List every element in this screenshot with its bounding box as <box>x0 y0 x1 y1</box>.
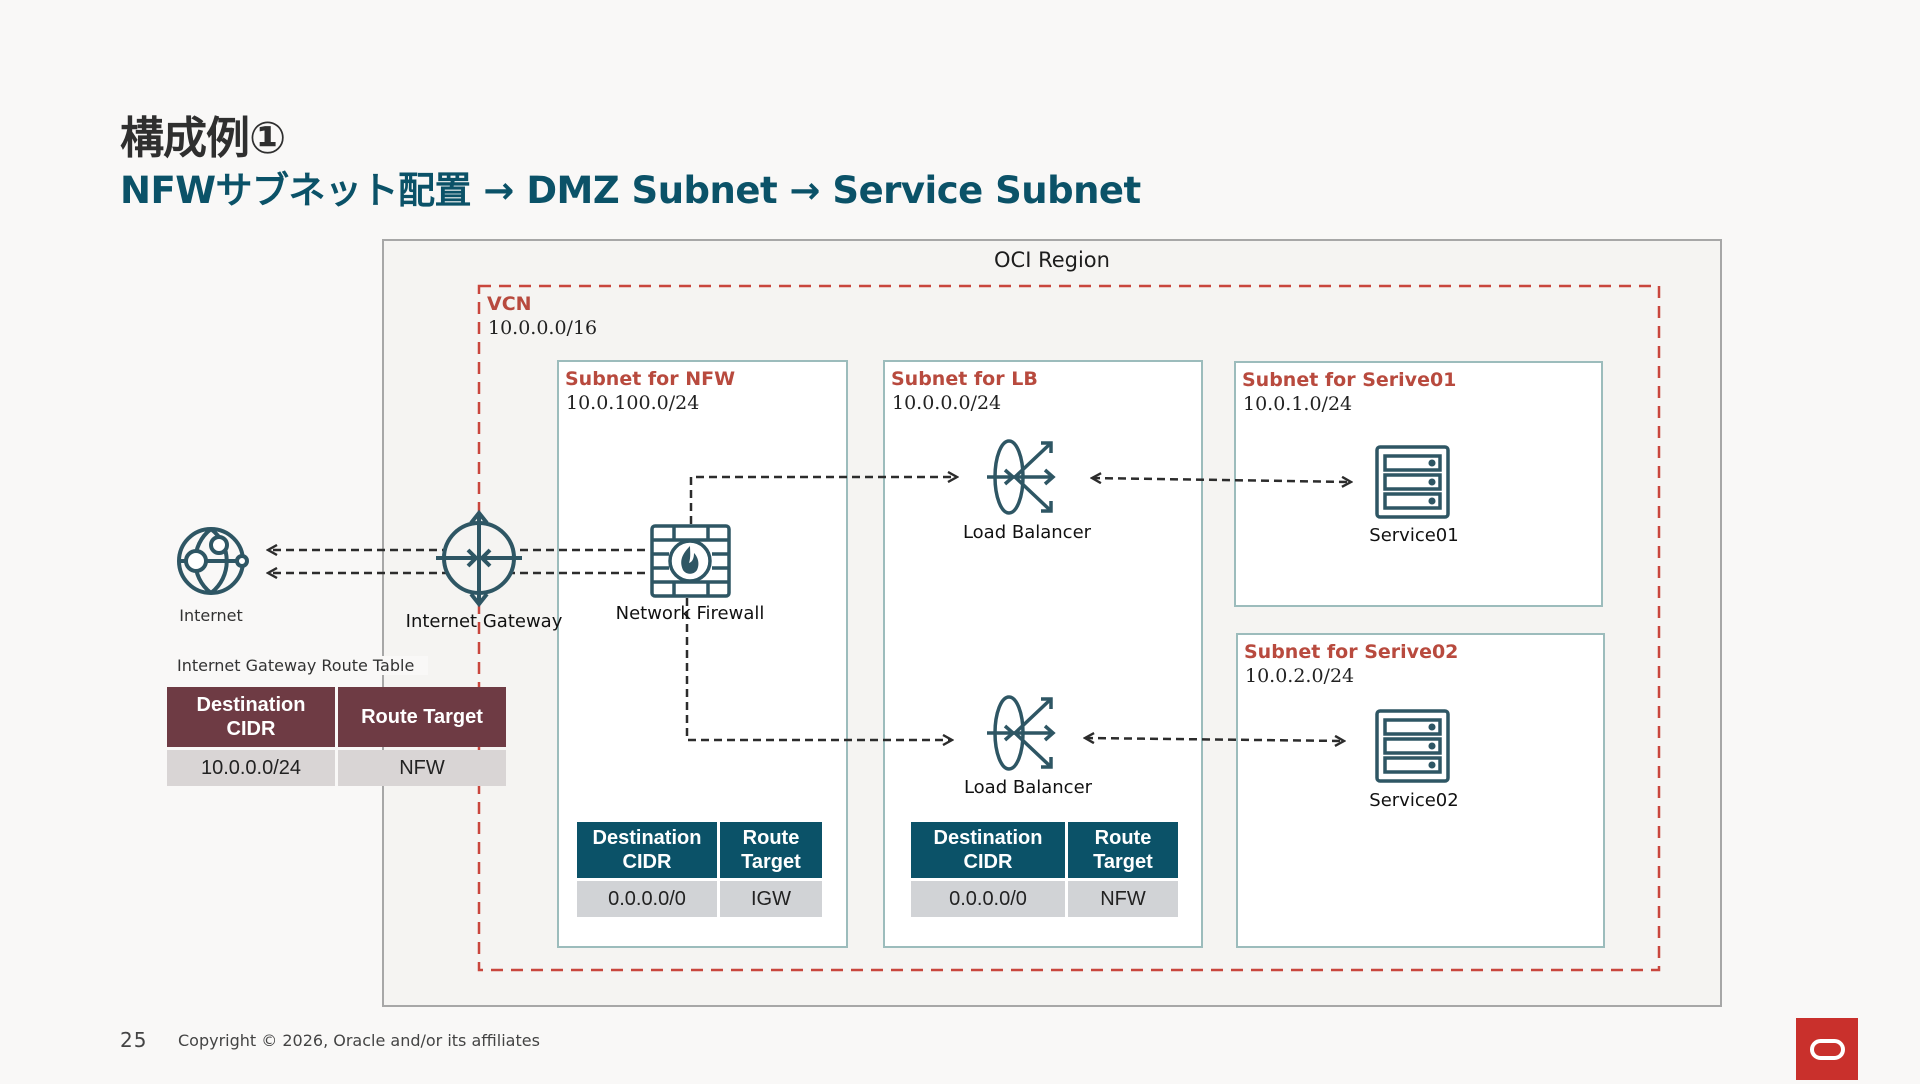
table-cell: 10.0.0.0/24 <box>167 750 335 786</box>
subnet-cidr: 10.0.1.0/24 <box>1243 393 1353 415</box>
table-row: 0.0.0.0/0 IGW <box>577 881 822 917</box>
nfw-route-table: Destination CIDR Route Target 0.0.0.0/0 … <box>574 819 825 920</box>
vcn-name: VCN <box>487 293 532 315</box>
column-header: Destination CIDR <box>911 822 1065 878</box>
column-header: Route Target <box>338 687 506 747</box>
subnet-name: Subnet for LB <box>891 368 1038 390</box>
table-cell: NFW <box>1068 881 1178 917</box>
table-cell: 0.0.0.0/0 <box>577 881 717 917</box>
load-balancer-1-label: Load Balancer <box>962 522 1092 543</box>
table-row: 0.0.0.0/0 NFW <box>911 881 1178 917</box>
table-cell: IGW <box>720 881 822 917</box>
service02-label: Service02 <box>1369 790 1459 811</box>
column-header: Destination CIDR <box>167 687 335 747</box>
page-number: 25 <box>120 1028 148 1052</box>
table-cell: 0.0.0.0/0 <box>911 881 1065 917</box>
slide-subtitle: NFWサブネット配置 → DMZ Subnet → Service Subnet <box>120 169 1141 212</box>
column-header: Destination CIDR <box>577 822 717 878</box>
column-header: Route Target <box>1068 822 1178 878</box>
igw-route-table-label: Internet Gateway Route Table <box>177 656 429 675</box>
column-header: Route Target <box>720 822 822 878</box>
network-firewall-label: Network Firewall <box>615 603 765 624</box>
subnet-cidr: 10.0.100.0/24 <box>566 392 700 414</box>
subnet-cidr: 10.0.0.0/24 <box>892 392 1002 414</box>
oracle-logo-icon <box>1810 1039 1845 1060</box>
igw-route-table: Destination CIDR Route Target 10.0.0.0/2… <box>164 684 509 789</box>
oracle-logo <box>1796 1018 1858 1080</box>
slide-title: 構成例① <box>120 113 286 164</box>
service01-label: Service01 <box>1369 525 1459 546</box>
subnet-cidr: 10.0.2.0/24 <box>1245 665 1355 687</box>
subnet-name: Subnet for NFW <box>565 368 736 390</box>
oci-region-label: OCI Region <box>994 248 1110 272</box>
vcn-cidr: 10.0.0.0/16 <box>488 317 598 339</box>
load-balancer-2-label: Load Balancer <box>963 777 1093 798</box>
subnet-name: Subnet for Serive02 <box>1244 641 1459 663</box>
copyright-text: Copyright © 2026, Oracle and/or its affi… <box>178 1031 540 1050</box>
internet-label: Internet <box>179 606 243 625</box>
subnet-name: Subnet for Serive01 <box>1242 369 1457 391</box>
table-row: 10.0.0.0/24 NFW <box>167 750 506 786</box>
subnet-service01: Subnet for Serive01 10.0.1.0/24 <box>1234 361 1603 607</box>
globe-network-icon <box>177 527 249 595</box>
internet-gateway-label: Internet Gateway <box>405 611 563 632</box>
table-cell: NFW <box>338 750 506 786</box>
lb-route-table: Destination CIDR Route Target 0.0.0.0/0 … <box>908 819 1181 920</box>
